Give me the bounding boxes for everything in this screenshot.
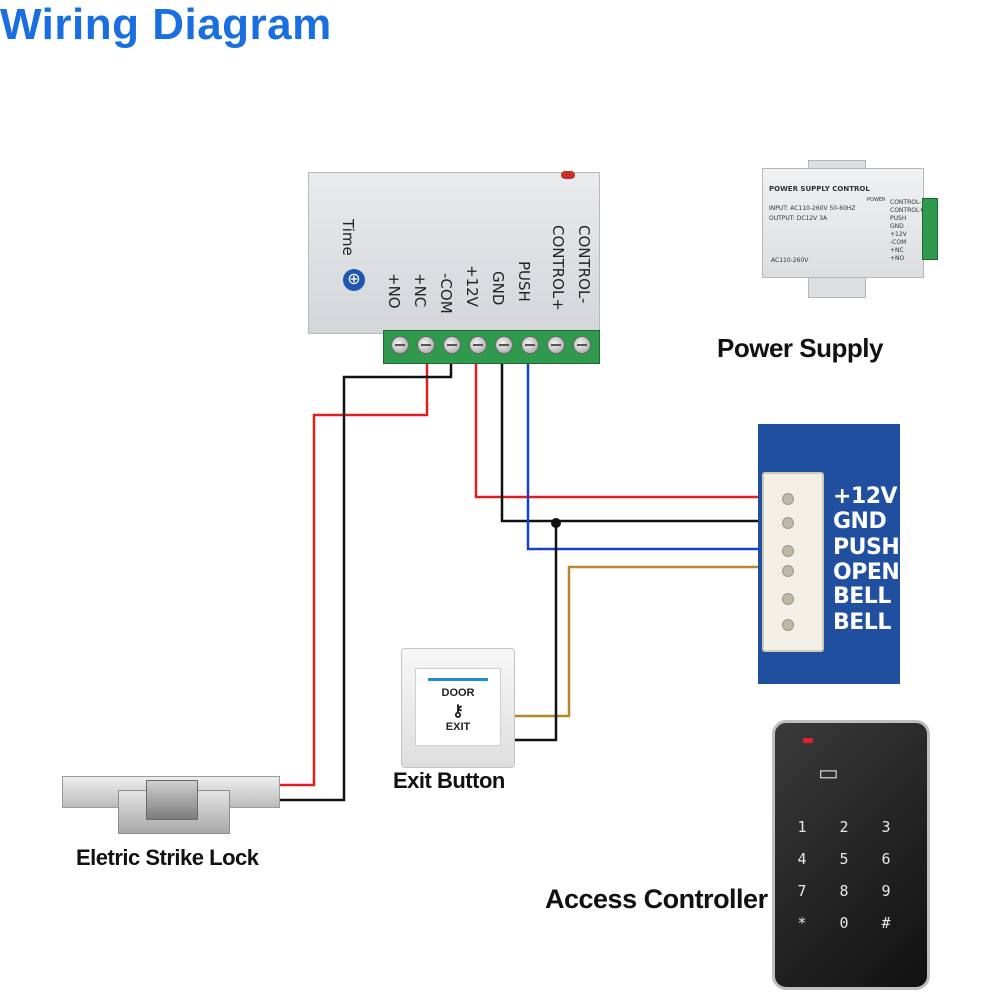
- connector-pin: [782, 545, 794, 557]
- strike-lock-caption: Eletric Strike Lock: [76, 845, 259, 870]
- keypad-key: 6: [881, 850, 891, 868]
- screw: [391, 336, 409, 354]
- exit-button: DOOR ⚷ EXIT: [415, 668, 501, 746]
- exit-button-caption: Exit Button: [393, 768, 505, 793]
- keypad-key: 3: [881, 818, 891, 836]
- diagram-title: Wiring Diagram: [0, 0, 332, 49]
- psu-label-push: PUSH: [515, 261, 533, 302]
- board-connector: [762, 472, 824, 652]
- screw: [547, 336, 565, 354]
- psu-label-no: +NO: [385, 273, 403, 309]
- psu-photo-label: -COM: [890, 239, 907, 246]
- red-wire-12v: [474, 352, 782, 499]
- power-led: [561, 171, 575, 179]
- key-icon: ⚷: [452, 703, 464, 720]
- keypad-key: #: [881, 914, 891, 932]
- psu-photo-label: CONTROL-: [890, 199, 922, 206]
- board-label-gnd: GND: [833, 509, 887, 534]
- access-controller-keypad: [772, 720, 930, 990]
- psu-label-com: -COM: [437, 273, 455, 314]
- board-label-push: PUSH: [833, 535, 900, 560]
- psu-photo-power: POWER: [867, 197, 886, 203]
- junction-dot: [551, 518, 561, 528]
- board-label-bell-2: BELL: [833, 610, 891, 635]
- board-label-bell: BELL: [833, 584, 891, 609]
- time-knob-icon: ⊕: [343, 269, 365, 291]
- connector-pin: [782, 517, 794, 529]
- psu-label-control-plus: CONTROL+: [549, 225, 567, 311]
- card-reader-icon: ▭: [818, 760, 839, 785]
- psu-label-gnd: GND: [489, 271, 507, 306]
- connector-pin: [782, 493, 794, 505]
- psu-photo-label: +NO: [890, 255, 905, 262]
- psu-photo-header: POWER SUPPLY CONTROL: [769, 185, 870, 193]
- blue-wire-push: [526, 352, 782, 551]
- psu-photo-output: OUTPUT: DC12V 3A: [769, 215, 828, 222]
- time-label: Time: [339, 219, 357, 256]
- keypad-key: 2: [839, 818, 849, 836]
- keypad-key: 1: [797, 818, 807, 836]
- psu-photo-input: INPUT: AC110-260V 50-60HZ: [769, 205, 856, 212]
- psu-photo-label: GND: [890, 223, 904, 230]
- psu-photo-terminal: [922, 198, 938, 260]
- screw: [495, 336, 513, 354]
- psu-photo-label: +NC: [890, 247, 904, 254]
- red-wire-lock: [280, 352, 429, 787]
- exit-exit-text: EXIT: [445, 721, 471, 733]
- black-wire-lock: [280, 352, 453, 802]
- power-supply-box: ⊕ Time +NO +NC -COM +12V GND PUSH CONTRO…: [308, 171, 600, 334]
- keypad-key: 0: [839, 914, 849, 932]
- power-supply-photo: POWER SUPPLY CONTROL INPUT: AC110-260V 5…: [762, 168, 924, 278]
- screw: [469, 336, 487, 354]
- exit-door-text: DOOR: [441, 687, 475, 699]
- psu-photo-label: PUSH: [890, 215, 907, 222]
- psu-photo-bottom: AC110-260V: [771, 257, 809, 264]
- connector-pin: [782, 619, 794, 631]
- psu-photo-label: +12V: [890, 231, 907, 238]
- psu-label-control-minus: CONTROL-: [575, 225, 593, 304]
- keypad-key: 5: [839, 850, 849, 868]
- exit-button-stripe: [428, 678, 488, 681]
- terminal-block: [383, 330, 600, 364]
- board-label-12v: +12V: [833, 484, 898, 509]
- access-controller-caption: Access Controller: [545, 884, 768, 914]
- power-supply-caption: Power Supply: [717, 333, 883, 363]
- status-led: [803, 738, 813, 743]
- connector-pin: [782, 593, 794, 605]
- screw: [443, 336, 461, 354]
- psu-label-12v: +12V: [463, 265, 481, 307]
- black-wire-gnd: [500, 352, 782, 523]
- strike-lock-latch: [146, 780, 198, 820]
- black-wire-exit: [513, 521, 558, 742]
- brown-wire-open: [513, 565, 782, 718]
- screw: [417, 336, 435, 354]
- keypad-key: 9: [881, 882, 891, 900]
- board-label-open: OPEN: [833, 560, 900, 585]
- psu-photo-label: CONTROL+: [890, 207, 925, 214]
- screw: [521, 336, 539, 354]
- psu-label-nc: +NC: [411, 273, 429, 308]
- keypad-key: 4: [797, 850, 807, 868]
- connector-pin: [782, 565, 794, 577]
- keypad-key: *: [797, 914, 807, 932]
- keypad-key: 7: [797, 882, 807, 900]
- keypad-key: 8: [839, 882, 849, 900]
- screw: [573, 336, 591, 354]
